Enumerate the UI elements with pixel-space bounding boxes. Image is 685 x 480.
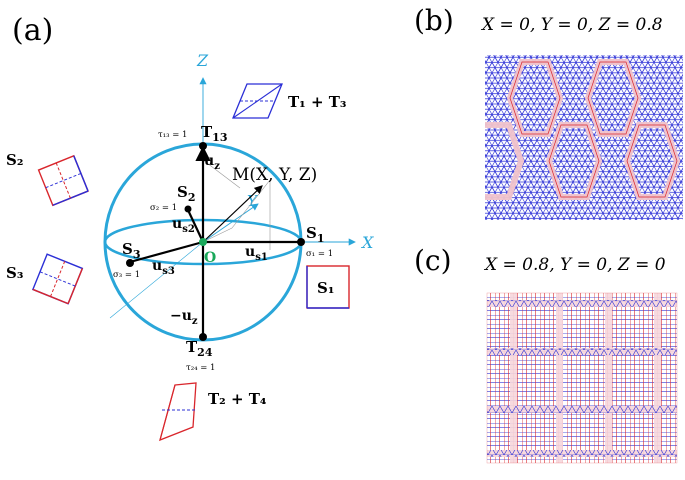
point-m-label: M(X, Y, Z) xyxy=(232,165,317,185)
shape-s1 xyxy=(306,265,350,309)
point-s3 xyxy=(126,259,134,267)
lattice-b xyxy=(485,55,683,220)
label-uz: uz xyxy=(204,153,220,172)
panel-label-c: (c) xyxy=(414,244,452,277)
label-t24: T24 xyxy=(186,338,213,359)
axis-label-z: Z xyxy=(196,51,209,70)
shape-t2t4 xyxy=(159,382,197,442)
panel-c-title: X = 0.8, Y = 0, Z = 0 xyxy=(483,255,666,275)
label-s1: S1 xyxy=(306,224,325,245)
label-shape-t2t4: T₂ + T₄ xyxy=(208,390,267,408)
axis-label-x: X xyxy=(360,233,374,252)
label-t13: T13 xyxy=(201,123,227,144)
label-s2: S2 xyxy=(177,183,196,204)
label-neg-uz: −uz xyxy=(170,308,198,327)
point-t13 xyxy=(199,142,207,150)
sigma2-label: σ₂ = 1 xyxy=(150,203,177,213)
vectors xyxy=(129,145,300,336)
tau24-label: τ₂₄ = 1 xyxy=(186,363,215,373)
shape-s3 xyxy=(31,253,84,305)
shape-s2 xyxy=(37,154,89,207)
projection-lines xyxy=(202,159,271,250)
panel-label-b: (b) xyxy=(414,4,454,37)
label-us3: us3 xyxy=(152,258,175,277)
label-us2: us2 xyxy=(172,216,195,235)
label-shape-t1t3: T₁ + T₃ xyxy=(288,93,346,111)
point-s1 xyxy=(297,238,305,246)
label-s3: S3 xyxy=(122,240,141,261)
panel-b-title: X = 0, Y = 0, Z = 0.8 xyxy=(480,15,663,35)
panel-label-a: (a) xyxy=(12,13,53,48)
point-t24 xyxy=(199,333,207,341)
label-shape-s3: S₃ xyxy=(6,264,23,282)
label-shape-s2: S₂ xyxy=(6,151,23,169)
shape-t1t3 xyxy=(232,83,283,119)
label-shape-s1: S₁ xyxy=(317,279,334,297)
sigma3-label: σ₃ = 1 xyxy=(113,270,140,280)
sigma1-label: σ₁ = 1 xyxy=(306,249,333,259)
tau13-label: τ₁₃ = 1 xyxy=(158,130,187,140)
origin-label: O xyxy=(204,250,216,266)
label-us1: us1 xyxy=(245,244,268,263)
point-origin xyxy=(199,238,207,246)
lattice-c xyxy=(486,292,678,464)
point-s2 xyxy=(184,205,192,213)
